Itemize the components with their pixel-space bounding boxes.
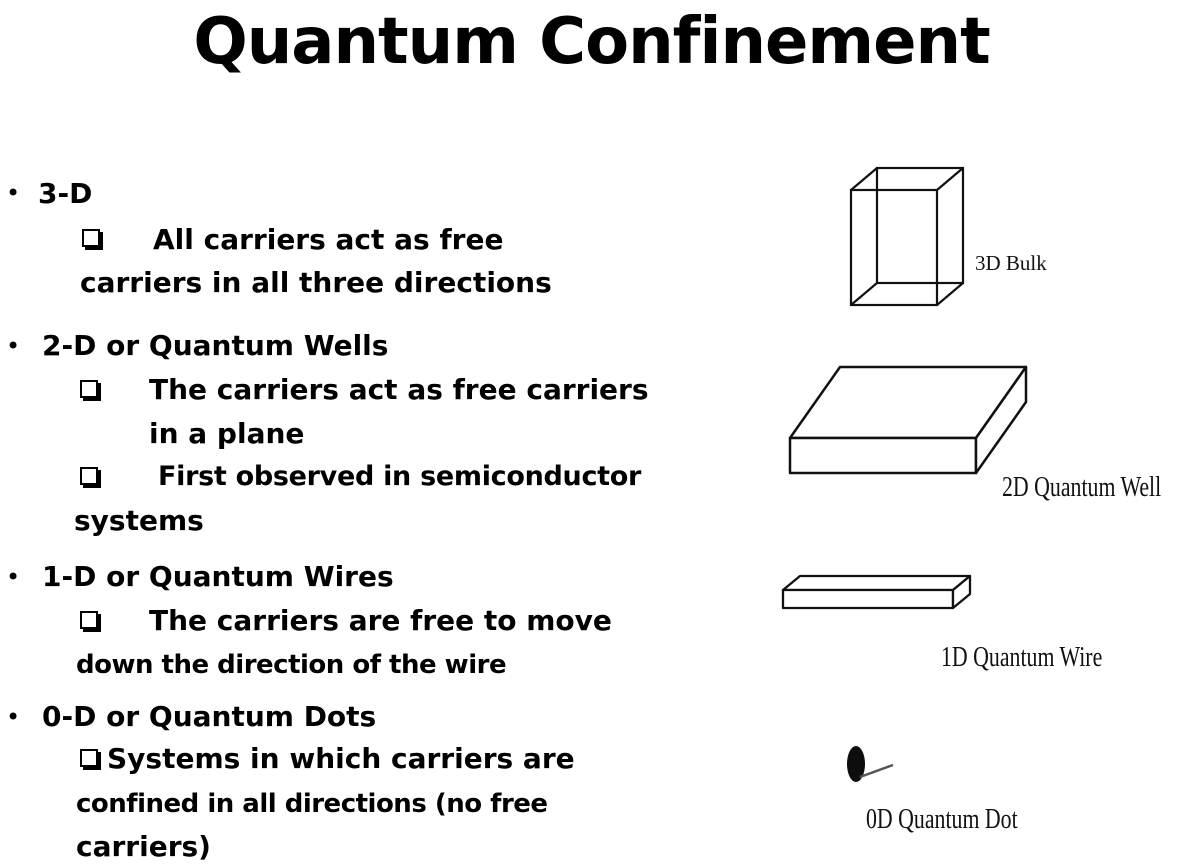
item-text: confined in all directions (no free <box>76 789 548 819</box>
bullet-icon: • <box>6 563 21 591</box>
checkbox-square-icon <box>80 611 98 629</box>
item-text: First observed in semiconductor <box>158 461 642 492</box>
section-heading-1d: 1-D or Quantum Wires <box>42 560 394 593</box>
caption-1d-quantum-wire: 1D Quantum Wire <box>941 642 1103 673</box>
item-text: systems <box>74 504 204 537</box>
section-heading-3d: 3-D <box>38 177 93 210</box>
page-title: Quantum Confinement <box>193 5 990 79</box>
item-text: The carriers are free to move <box>149 604 612 637</box>
caption-3d-bulk: 3D Bulk <box>975 251 1047 275</box>
section-heading-2d: 2-D or Quantum Wells <box>42 329 389 362</box>
item-text: The carriers act as free carriers <box>149 373 649 406</box>
caption-2d-quantum-well: 2D Quantum Well <box>1002 472 1162 503</box>
bullet-icon: • <box>6 703 21 731</box>
quantum-dot-illustration <box>847 746 894 782</box>
item-text: carriers) <box>76 830 211 863</box>
caption-0d-quantum-dot: 0D Quantum Dot <box>866 804 1018 835</box>
item-text: Systems in which carriers are <box>107 742 575 775</box>
item-text: carriers in all three directions <box>80 266 552 299</box>
bulk-cube-illustration <box>849 166 965 307</box>
checkbox-square-icon <box>80 749 98 767</box>
item-text: All carriers act as free <box>153 223 504 256</box>
quantum-wire-bar-illustration <box>781 574 972 610</box>
checkbox-square-icon <box>82 229 100 247</box>
checkbox-square-icon <box>80 467 98 485</box>
item-text: down the direction of the wire <box>76 650 507 680</box>
bullet-icon: • <box>6 179 21 207</box>
quantum-well-slab-illustration <box>788 365 1028 475</box>
checkbox-square-icon <box>80 380 98 398</box>
bullet-icon: • <box>6 332 21 360</box>
section-heading-0d: 0-D or Quantum Dots <box>42 700 377 733</box>
item-text: in a plane <box>149 417 305 450</box>
